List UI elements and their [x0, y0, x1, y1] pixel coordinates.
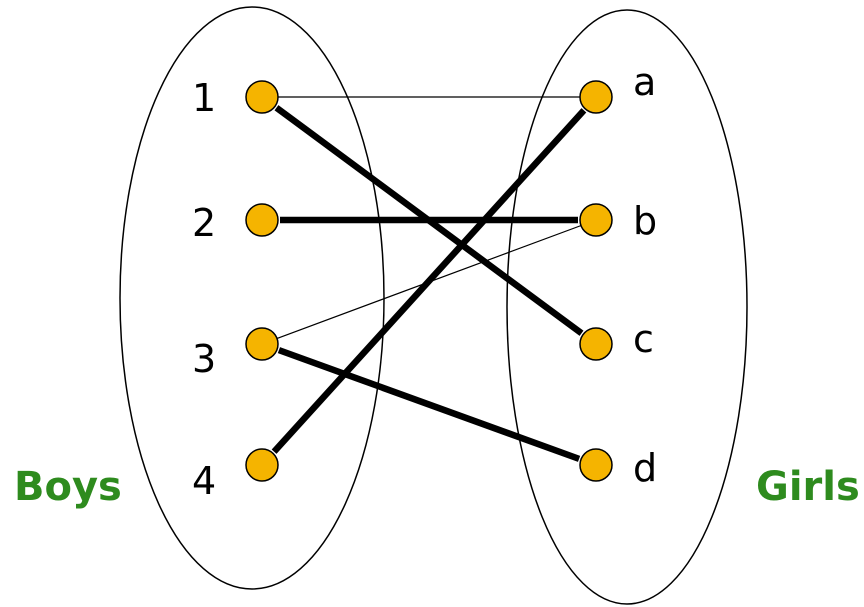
boy-label-4: 4 [192, 459, 216, 503]
boy-label-3: 3 [192, 337, 216, 381]
boy-node-3 [245, 327, 279, 361]
edges-layer [261, 96, 597, 462]
girl-node-d [579, 448, 613, 482]
girl-node-c [579, 327, 613, 361]
girls-set-ellipse [506, 9, 748, 605]
boy-label-1: 1 [192, 76, 216, 120]
girl-node-a [579, 80, 613, 114]
boys-set-label: Boys [14, 464, 122, 510]
edge-3-d [277, 347, 581, 462]
nodes-layer [245, 80, 613, 482]
labels-layer: 1 2 3 4 a b c d [192, 60, 657, 503]
girls-set-label: Girls [756, 464, 860, 510]
girl-label-b: b [633, 199, 657, 243]
girl-node-b [579, 203, 613, 237]
boy-label-2: 2 [192, 201, 216, 245]
girl-label-d: d [633, 446, 657, 490]
boy-node-1 [245, 80, 279, 114]
boy-node-4 [245, 448, 279, 482]
girl-label-a: a [633, 60, 656, 104]
girl-label-c: c [633, 317, 654, 361]
edge-4-a [271, 108, 587, 454]
boy-node-2 [245, 203, 279, 237]
boys-set-ellipse [119, 6, 385, 590]
